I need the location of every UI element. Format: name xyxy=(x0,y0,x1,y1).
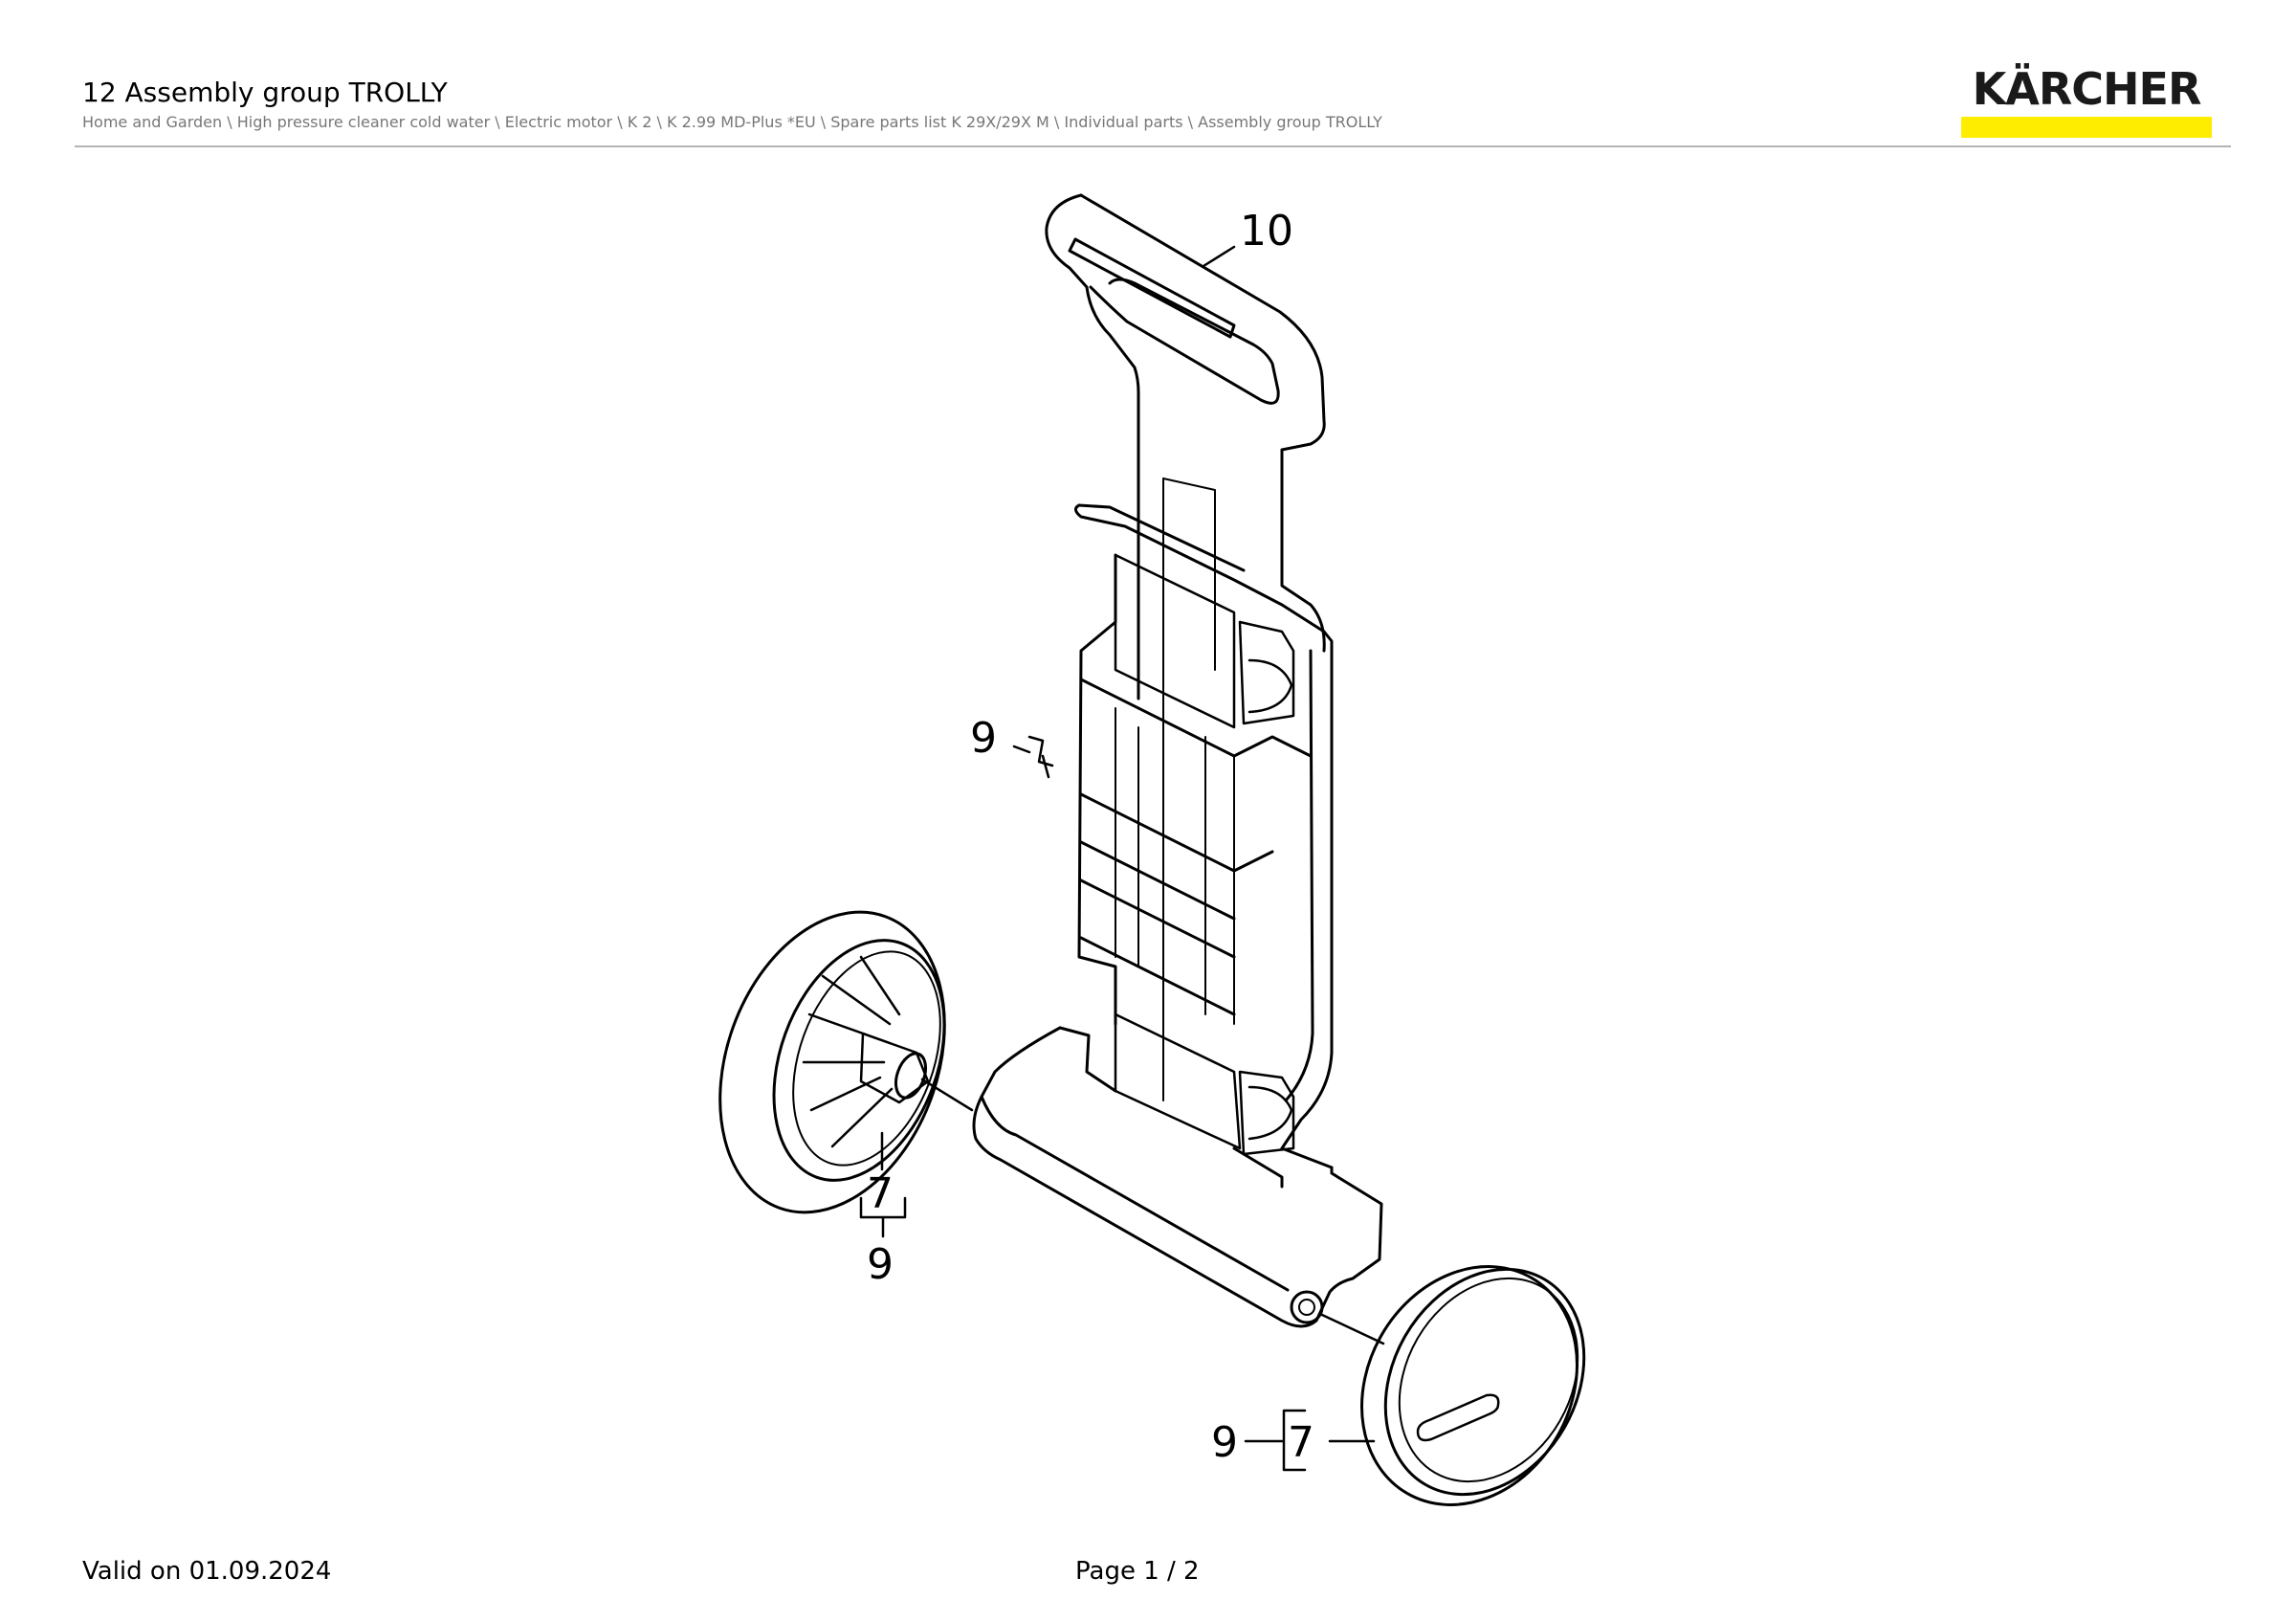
valid-date: Valid on 01.09.2024 xyxy=(82,1557,332,1586)
callout-part-7-right[interactable]: 7 xyxy=(1288,1418,1314,1467)
karcher-logo: KÄRCHER xyxy=(1961,63,2212,138)
callout-part-9-left[interactable]: 9 xyxy=(867,1240,894,1289)
callout-part-7-left[interactable]: 7 xyxy=(867,1169,894,1218)
page-number: Page 1 / 2 xyxy=(1075,1557,1200,1586)
callout-part-10[interactable]: 10 xyxy=(1240,207,1293,256)
logo-wordmark: KÄRCHER xyxy=(1972,63,2202,115)
page-title: 12 Assembly group TROLLY xyxy=(82,77,448,108)
left-wheel xyxy=(718,910,946,1214)
header-divider xyxy=(75,145,2231,147)
breadcrumb[interactable]: Home and Garden \ High pressure cleaner … xyxy=(82,113,1382,131)
logo-yellow-bar xyxy=(1961,117,2212,138)
callout-part-9-right[interactable]: 9 xyxy=(1211,1418,1238,1467)
callout-part-9-clip[interactable]: 9 xyxy=(970,714,997,763)
leader-lines xyxy=(859,245,1385,1472)
trolley-frame xyxy=(972,193,1383,1328)
right-wheel xyxy=(1360,1265,1586,1506)
